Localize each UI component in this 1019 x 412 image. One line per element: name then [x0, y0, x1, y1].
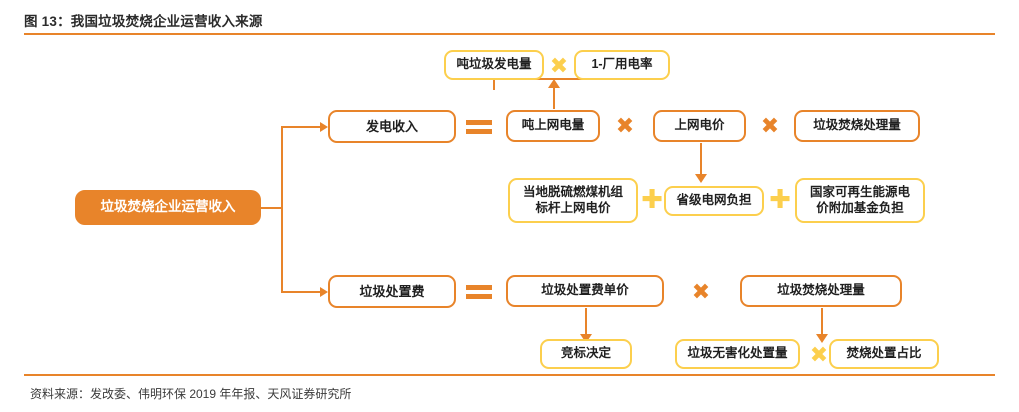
node-root-operating-revenue[interactable]: 垃圾焚烧企业运营收入 — [75, 190, 261, 225]
arrowhead-incineration-volume-down — [816, 334, 828, 343]
equals-bar-lower-bottom — [466, 294, 492, 299]
connector-root-horizontal — [260, 207, 282, 209]
connector-incineration-volume-down — [821, 308, 823, 336]
node-incineration-share[interactable]: 焚烧处置占比 — [829, 339, 939, 369]
node-renewable-surcharge[interactable]: 国家可再生能源电 价附加基金负担 — [795, 178, 925, 223]
renewable-surcharge-line-1: 国家可再生能源电 — [809, 185, 910, 200]
benchmark-price-line-2: 标杆上网电价 — [535, 200, 611, 215]
bottom-divider — [24, 374, 995, 376]
figure-source: 资料来源：发改委、伟明环保 2019 年年报、天风证券研究所 — [30, 387, 352, 401]
equals-bar-upper-bottom — [466, 285, 492, 290]
operator-plus-a: ✚ — [641, 184, 663, 214]
connector-split-vertical — [281, 127, 283, 293]
figure-title: 图 13：我国垃圾焚烧企业运营收入来源 — [24, 14, 263, 29]
benchmark-price-line-1: 当地脱硫燃煤机组 — [522, 185, 623, 200]
operator-times-row2: ✖ — [691, 279, 711, 304]
connector-to-power-revenue — [281, 126, 322, 128]
node-one-minus-plant-rate[interactable]: 1-厂用电率 — [574, 50, 670, 80]
operator-times-top: ✖ — [549, 53, 569, 78]
node-bid-decision[interactable]: 竞标决定 — [540, 339, 632, 369]
connector-ton-grid-power-up — [553, 84, 555, 109]
node-harmless-volume[interactable]: 垃圾无害化处置量 — [675, 339, 800, 369]
top-divider — [24, 33, 995, 35]
connector-grid-price-down — [700, 143, 702, 176]
operator-plus-b: ✚ — [769, 184, 791, 214]
arrowhead-grid-price-down — [695, 174, 707, 183]
operator-times-row1-b: ✖ — [760, 113, 780, 138]
operator-times-row3: ✖ — [809, 342, 829, 367]
arrowhead-disposal-fee — [320, 287, 328, 297]
equals-bar-lower — [466, 129, 492, 134]
node-disposal-fee[interactable]: 垃圾处置费 — [328, 275, 456, 308]
renewable-surcharge-line-2: 价附加基金负担 — [816, 200, 904, 215]
node-power-revenue[interactable]: 发电收入 — [328, 110, 456, 143]
operator-equals-top — [466, 118, 492, 136]
connector-to-disposal-fee — [281, 291, 322, 293]
equals-bar-upper — [466, 120, 492, 125]
connector-disposal-unit-down — [585, 308, 587, 336]
connector-top-group-down — [493, 78, 495, 90]
node-incineration-volume-bottom[interactable]: 垃圾焚烧处理量 — [740, 275, 902, 307]
operator-times-row1-a: ✖ — [615, 113, 635, 138]
node-ton-waste-power[interactable]: 吨垃圾发电量 — [444, 50, 544, 80]
node-benchmark-price[interactable]: 当地脱硫燃煤机组 标杆上网电价 — [508, 178, 638, 223]
node-incineration-volume-top[interactable]: 垃圾焚烧处理量 — [794, 110, 920, 142]
node-provincial-grid-burden[interactable]: 省级电网负担 — [664, 186, 764, 216]
arrowhead-ton-grid-power-up — [548, 79, 560, 88]
node-disposal-unit-price[interactable]: 垃圾处置费单价 — [506, 275, 664, 307]
operator-equals-bottom — [466, 283, 492, 301]
node-ton-grid-power[interactable]: 吨上网电量 — [506, 110, 600, 142]
arrowhead-power-revenue — [320, 122, 328, 132]
arrowhead-disposal-unit-down — [580, 334, 592, 343]
node-grid-price[interactable]: 上网电价 — [653, 110, 746, 142]
